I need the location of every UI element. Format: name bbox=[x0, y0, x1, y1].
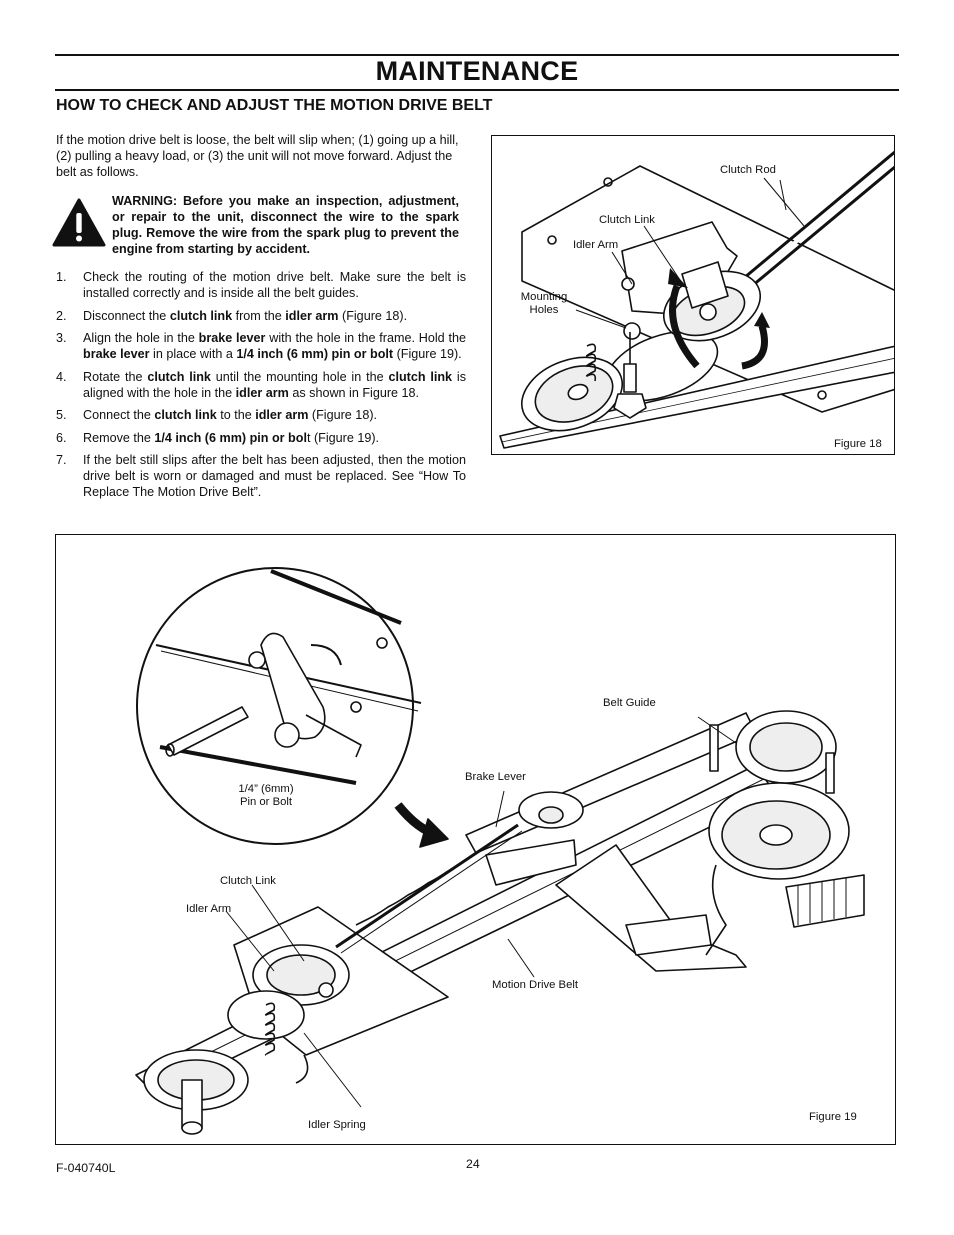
label-idler-spring: Idler Spring bbox=[308, 1119, 366, 1131]
figure-19-caption: Figure 19 bbox=[809, 1111, 857, 1123]
step-bold-term: 1/4 inch (6 mm) pin or bol bbox=[154, 430, 307, 445]
step-text: with the hole in the frame. Hold the bbox=[265, 331, 466, 345]
step-item: 2. Disconnect the clutch link from the id… bbox=[56, 308, 466, 324]
step-number: 1. bbox=[56, 270, 67, 284]
step-text: Connect the bbox=[83, 408, 155, 422]
step-bold-term: idler arm bbox=[235, 385, 289, 400]
step-item: 4. Rotate the clutch link until the mount… bbox=[56, 369, 466, 401]
label-clutch-link: Clutch Link bbox=[599, 214, 655, 226]
figure-18-illustration bbox=[499, 150, 894, 449]
step-item: 3. Align the hole in the brake lever with… bbox=[56, 330, 466, 362]
label-pin-line2: Pin or Bolt bbox=[239, 795, 293, 808]
label-brake-lever: Brake Lever bbox=[465, 771, 526, 783]
step-text: as shown in Figure 18. bbox=[288, 385, 420, 400]
steps-list: 1. Check the routing of the motion drive … bbox=[56, 269, 466, 507]
step-bold-term: idler arm bbox=[285, 308, 339, 323]
step-text: until the mounting hole in the bbox=[210, 369, 389, 384]
top-rule bbox=[55, 54, 899, 56]
step-item: 1. Check the routing of the motion drive … bbox=[56, 269, 466, 301]
intro-paragraph: If the motion drive belt is loose, the b… bbox=[56, 133, 459, 179]
label-mounting-holes-line1: Mounting bbox=[520, 291, 568, 303]
label-mounting-holes-line2: Holes bbox=[529, 303, 559, 316]
figure-18-caption: Figure 18 bbox=[834, 438, 882, 450]
title-underline-rule bbox=[55, 89, 899, 91]
step-bold-term: brake lever bbox=[198, 331, 266, 345]
label-clutch-rod: Clutch Rod bbox=[720, 164, 776, 176]
step-text: is aligned with the hole in the bbox=[83, 369, 467, 400]
label-pin-line1: 1/4” (6mm) bbox=[238, 783, 294, 795]
step-text: Disconnect the bbox=[83, 308, 170, 323]
step-text: (Figure 18). bbox=[338, 308, 408, 323]
warning-text: WARNING: Before you make an inspection, … bbox=[112, 194, 459, 256]
step-text: (Figure 19). bbox=[393, 347, 462, 361]
figure-19: 1/4” (6mm) Pin or Bolt Belt Guide Brake … bbox=[55, 534, 896, 1145]
step-text: t (Figure 19). bbox=[306, 430, 380, 445]
page-number: 24 bbox=[466, 1157, 480, 1171]
step-text: Rotate the bbox=[83, 369, 148, 384]
figure-18: Clutch Rod Clutch Link Idler Arm Mountin… bbox=[491, 135, 895, 455]
step-item: 7. If the belt still slips after the belt… bbox=[56, 452, 466, 500]
step-number: 4. bbox=[56, 369, 67, 384]
step-number: 5. bbox=[56, 408, 67, 422]
label-mounting-holes: Mounting Holes bbox=[516, 291, 572, 316]
step-text: If the belt still slips after the belt h… bbox=[83, 453, 466, 499]
step-text: in place with a bbox=[149, 347, 237, 361]
step-text: Remove the bbox=[83, 430, 155, 445]
section-heading: HOW TO CHECK AND ADJUST THE MOTION DRIVE… bbox=[56, 97, 493, 114]
step-text: from the bbox=[232, 308, 286, 323]
step-bold-term: clutch link bbox=[169, 308, 233, 323]
warning-triangle-icon bbox=[52, 198, 106, 247]
step-number: 2. bbox=[56, 308, 67, 323]
step-text: (Figure 18). bbox=[308, 408, 378, 422]
step-text: to the bbox=[216, 408, 256, 422]
step-number: 3. bbox=[56, 331, 67, 345]
step-item: 6. Remove the 1/4 inch (6 mm) pin or bolt… bbox=[56, 430, 466, 446]
figure-19-illustration bbox=[135, 567, 865, 1135]
label-pin-or-bolt: 1/4” (6mm) Pin or Bolt bbox=[226, 783, 306, 808]
label-clutch-link: Clutch Link bbox=[220, 875, 276, 887]
step-number: 6. bbox=[56, 430, 67, 445]
page-title: MAINTENANCE bbox=[375, 56, 579, 86]
label-idler-arm: Idler Arm bbox=[573, 239, 619, 251]
label-motion-drive-belt: Motion Drive Belt bbox=[492, 979, 579, 991]
step-item: 5. Connect the clutch link to the idler a… bbox=[56, 407, 466, 423]
step-bold-term: clutch link bbox=[154, 408, 217, 422]
step-bold-term: clutch link bbox=[388, 369, 453, 384]
step-bold-term: idler arm bbox=[255, 408, 309, 422]
label-idler-arm: Idler Arm bbox=[186, 903, 232, 915]
step-number: 7. bbox=[56, 453, 67, 467]
step-text: Align the hole in the bbox=[83, 331, 199, 345]
step-bold-term: clutch link bbox=[147, 369, 211, 384]
step-bold-term: 1/4 inch (6 mm) pin or bolt bbox=[236, 347, 394, 361]
document-code: F-040740L bbox=[56, 1161, 116, 1175]
label-belt-guide: Belt Guide bbox=[603, 697, 656, 709]
step-bold-term: brake lever bbox=[83, 347, 150, 361]
step-text: Check the routing of the motion drive be… bbox=[83, 270, 466, 300]
